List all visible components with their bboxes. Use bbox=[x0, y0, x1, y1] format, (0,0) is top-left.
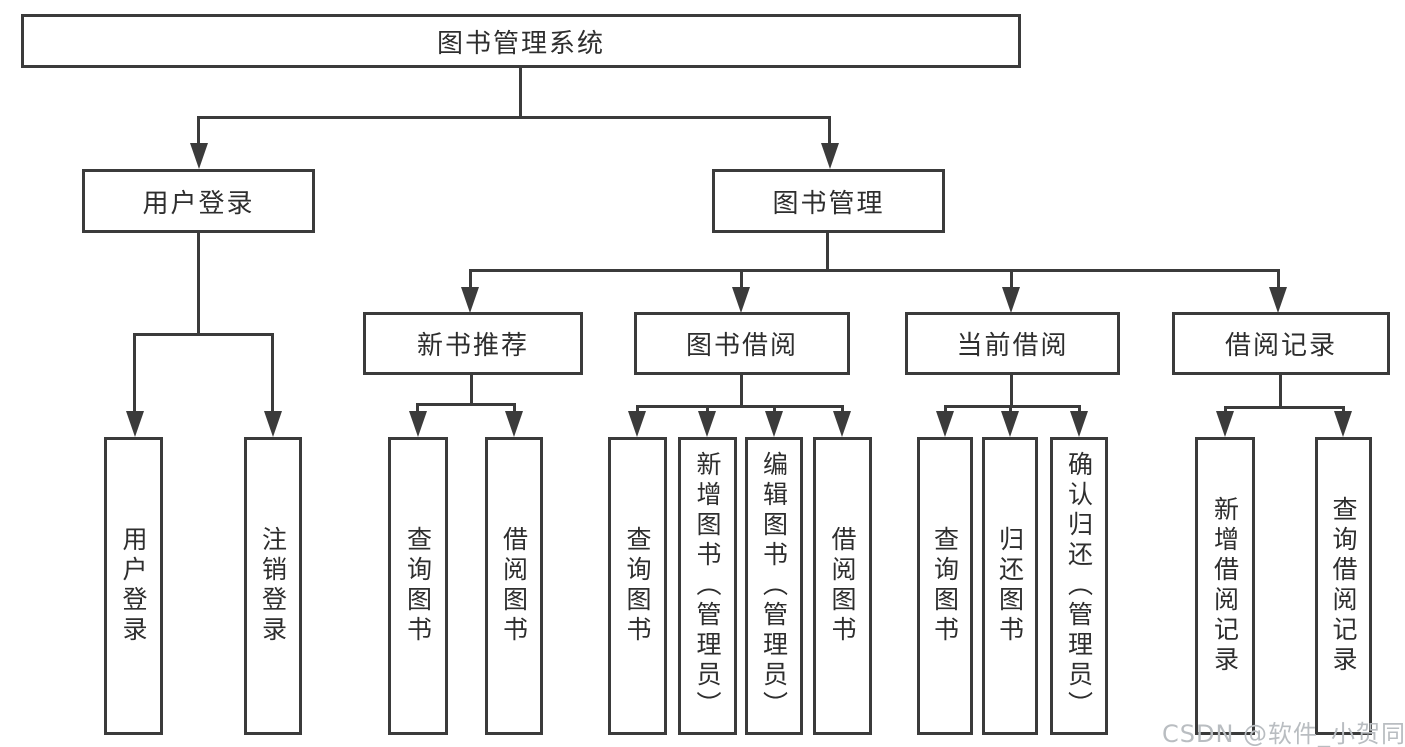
node-r-query: 查询借阅记录 bbox=[1315, 437, 1372, 735]
connector-book-mgmt-branch bbox=[469, 269, 1280, 272]
connector-records-stem bbox=[1279, 375, 1282, 408]
node-r-add-label: 新增借阅记录 bbox=[1210, 496, 1240, 676]
node-logout-label: 注销登录 bbox=[258, 526, 288, 646]
connector-drop-c2 bbox=[1009, 405, 1012, 415]
node-c-confirm: 确认归还（管理员） bbox=[1050, 437, 1108, 735]
connector-drop-new-rec bbox=[469, 269, 472, 291]
node-c-query-label: 查询图书 bbox=[930, 526, 960, 646]
connector-drop-records bbox=[1277, 269, 1280, 291]
connector-drop-nr1 bbox=[416, 403, 419, 415]
node-c-return: 归还图书 bbox=[982, 437, 1038, 735]
connector-book-mgmt-stem bbox=[826, 233, 829, 272]
connector-drop-book-mgmt bbox=[828, 116, 831, 148]
arrowhead-login bbox=[126, 411, 144, 437]
node-b-query: 查询图书 bbox=[608, 437, 667, 735]
node-nr-borrow-label: 借阅图书 bbox=[499, 526, 529, 646]
arrowhead-nr2 bbox=[505, 411, 523, 437]
connector-drop-b2 bbox=[706, 405, 709, 415]
node-new-rec: 新书推荐 bbox=[363, 312, 583, 375]
node-current: 当前借阅 bbox=[905, 312, 1120, 375]
connector-user-login-stem bbox=[197, 233, 200, 336]
connector-drop-nr2 bbox=[513, 403, 516, 415]
arrowhead-b4 bbox=[833, 411, 851, 437]
connector-records-branch bbox=[1224, 406, 1345, 409]
arrowhead-book-mgmt bbox=[821, 143, 839, 169]
node-book-mgmt-label: 图书管理 bbox=[772, 188, 885, 219]
watermark: CSDN @软件_小贺同学 bbox=[1162, 720, 1405, 747]
connector-drop-b1 bbox=[636, 405, 639, 415]
connector-drop-current bbox=[1010, 269, 1013, 291]
arrowhead-c1 bbox=[936, 411, 954, 437]
node-b-add-label: 新增图书（管理员） bbox=[693, 451, 722, 721]
connector-drop-r2 bbox=[1342, 406, 1345, 415]
node-b-add: 新增图书（管理员） bbox=[678, 437, 737, 735]
connector-drop-c1 bbox=[944, 405, 947, 415]
connector-root-branch bbox=[198, 116, 831, 119]
arrowhead-nr1 bbox=[409, 411, 427, 437]
connector-drop-login bbox=[133, 333, 136, 415]
connector-root-stem bbox=[519, 68, 522, 117]
node-c-confirm-label: 确认归还（管理员） bbox=[1064, 451, 1094, 721]
node-records: 借阅记录 bbox=[1172, 312, 1390, 375]
arrowhead-current bbox=[1002, 287, 1020, 313]
node-current-label: 当前借阅 bbox=[956, 331, 1069, 361]
node-root: 图书管理系统 bbox=[21, 14, 1021, 68]
arrowhead-r1 bbox=[1216, 411, 1234, 437]
node-c-query: 查询图书 bbox=[917, 437, 973, 735]
node-r-query-label: 查询借阅记录 bbox=[1329, 496, 1358, 676]
connector-drop-r1 bbox=[1224, 406, 1227, 415]
arrowhead-new-rec bbox=[461, 287, 479, 313]
connector-drop-logout bbox=[271, 333, 274, 415]
connector-new-rec-stem bbox=[470, 375, 473, 405]
connector-drop-user-login bbox=[197, 116, 200, 148]
connector-drop-b3 bbox=[773, 405, 776, 415]
node-b-borrow: 借阅图书 bbox=[813, 437, 872, 735]
arrowhead-b2 bbox=[698, 411, 716, 437]
node-login-label: 用户登录 bbox=[119, 526, 148, 646]
connector-current-branch bbox=[944, 405, 1081, 408]
connector-current-stem bbox=[1010, 375, 1013, 407]
node-user-login: 用户登录 bbox=[82, 169, 315, 233]
arrowhead-logout bbox=[264, 411, 282, 437]
node-c-return-label: 归还图书 bbox=[995, 526, 1025, 646]
node-book-mgmt: 图书管理 bbox=[712, 169, 945, 233]
connector-user-login-branch bbox=[134, 333, 274, 336]
connector-drop-b4 bbox=[841, 405, 844, 415]
node-logout: 注销登录 bbox=[244, 437, 302, 735]
connector-borrow-stem bbox=[740, 375, 743, 407]
node-b-borrow-label: 借阅图书 bbox=[828, 526, 857, 646]
arrowhead-borrow bbox=[732, 287, 750, 313]
connector-drop-borrow bbox=[740, 269, 743, 291]
arrowhead-records bbox=[1269, 287, 1287, 313]
node-nr-borrow: 借阅图书 bbox=[485, 437, 543, 735]
arrowhead-r2 bbox=[1334, 411, 1352, 437]
arrowhead-b3 bbox=[765, 411, 783, 437]
node-root-label: 图书管理系统 bbox=[436, 28, 605, 59]
node-nr-query-label: 查询图书 bbox=[403, 526, 433, 646]
connector-drop-c3 bbox=[1078, 405, 1081, 415]
node-borrow: 图书借阅 bbox=[634, 312, 850, 375]
connector-new-rec-branch bbox=[416, 403, 516, 406]
arrowhead-c3 bbox=[1070, 411, 1088, 437]
node-b-edit: 编辑图书（管理员） bbox=[745, 437, 803, 735]
connector-borrow-branch bbox=[636, 405, 844, 408]
node-records-label: 借阅记录 bbox=[1224, 331, 1337, 361]
node-login: 用户登录 bbox=[104, 437, 163, 735]
arrowhead-b1 bbox=[628, 411, 646, 437]
node-b-edit-label: 编辑图书（管理员） bbox=[759, 451, 789, 721]
node-user-login-label: 用户登录 bbox=[142, 188, 255, 219]
node-new-rec-label: 新书推荐 bbox=[416, 331, 529, 361]
node-borrow-label: 图书借阅 bbox=[685, 331, 798, 361]
arrowhead-user-login bbox=[190, 143, 208, 169]
arrowhead-c2 bbox=[1001, 411, 1019, 437]
node-b-query-label: 查询图书 bbox=[623, 526, 652, 646]
node-r-add: 新增借阅记录 bbox=[1195, 437, 1255, 735]
node-nr-query: 查询图书 bbox=[388, 437, 448, 735]
